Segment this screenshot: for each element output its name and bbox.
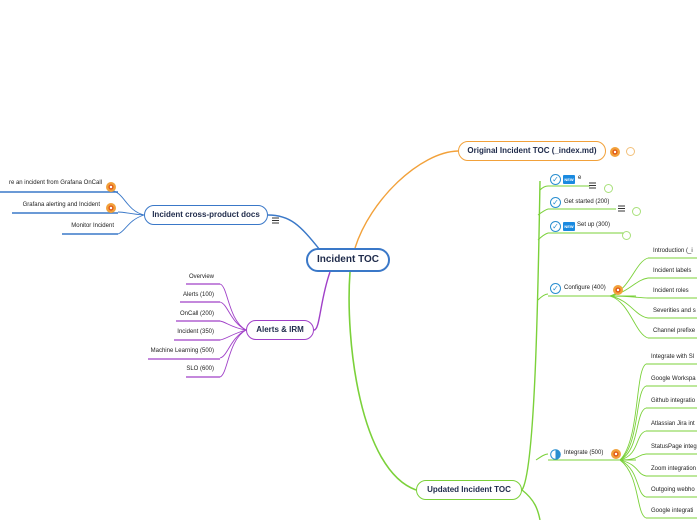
configure-leaf-1[interactable]: Introduction (_i	[653, 248, 693, 254]
updated-child-e[interactable]: e	[578, 175, 582, 181]
alerts-leaf-2[interactable]: Alerts (100)	[182, 292, 214, 298]
grafana-logo-icon	[105, 180, 117, 192]
collapse-marker-icon[interactable]	[626, 147, 635, 156]
integrate-leaf-8[interactable]: Google integrati	[651, 508, 694, 514]
configure-leaf-3[interactable]: Incident roles	[653, 288, 689, 294]
menu-lines-icon	[618, 199, 625, 212]
original-toc-node[interactable]: Original Incident TOC (_index.md)	[458, 141, 606, 161]
configure-leaf-5[interactable]: Channel prefixe	[653, 328, 696, 334]
half-pie-icon	[550, 447, 561, 460]
integrate-leaf-3[interactable]: Github integratio	[651, 398, 696, 404]
integrate-leaf-4[interactable]: Atlassian Jira int	[651, 421, 695, 427]
check-circle-icon: ✓	[550, 221, 561, 232]
alerts-leaf-5[interactable]: Machine Learning (500)	[150, 348, 214, 354]
menu-lines-icon	[272, 211, 279, 224]
updated-child-configure[interactable]: Configure (400)	[564, 285, 606, 291]
configure-leaf-2[interactable]: Incident labels	[653, 268, 692, 274]
cross-product-docs-node[interactable]: Incident cross-product docs	[144, 205, 268, 225]
grafana-logo-icon	[612, 283, 624, 295]
alerts-leaf-6[interactable]: SLO (600)	[186, 366, 214, 372]
collapse-marker-icon[interactable]	[622, 231, 631, 240]
crossdoc-leaf-1[interactable]: re an incident from Grafana OnCall	[8, 180, 102, 186]
updated-child-integrate[interactable]: Integrate (500)	[564, 450, 604, 456]
configure-leaf-4[interactable]: Severities and s	[653, 308, 696, 314]
integrate-leaf-6[interactable]: Zoom integration	[651, 466, 697, 472]
grafana-logo-icon	[609, 145, 621, 157]
new-badge-icon: NEW	[563, 175, 575, 184]
check-circle-icon: ✓	[550, 174, 561, 185]
central-topic[interactable]: Incident TOC	[306, 248, 390, 272]
alerts-leaf-1[interactable]: Overview	[188, 274, 214, 280]
integrate-leaf-7[interactable]: Outgoing webho	[651, 487, 695, 493]
new-badge-icon: NEW	[563, 222, 575, 231]
alerts-irm-node[interactable]: Alerts & IRM	[246, 320, 314, 340]
collapse-marker-icon[interactable]	[632, 207, 641, 216]
updated-toc-node[interactable]: Updated Incident TOC	[416, 480, 522, 500]
alerts-leaf-4[interactable]: Incident (350)	[177, 329, 214, 335]
integrate-leaf-5[interactable]: StatusPage integ	[651, 444, 697, 450]
check-circle-icon: ✓	[550, 283, 561, 294]
crossdoc-leaf-2[interactable]: Grafana alerting and Incident	[22, 202, 100, 208]
updated-child-get-started[interactable]: Get started (200)	[564, 199, 610, 205]
integrate-leaf-2[interactable]: Google Workspa	[651, 376, 696, 382]
menu-lines-icon	[589, 176, 596, 189]
updated-child-setup[interactable]: Set up (300)	[577, 222, 611, 228]
grafana-logo-icon	[610, 447, 622, 459]
crossdoc-leaf-3[interactable]: Monitor Incident	[71, 223, 114, 229]
integrate-leaf-1[interactable]: Integrate with Sl	[651, 354, 695, 360]
grafana-logo-icon	[105, 201, 117, 213]
check-circle-icon: ✓	[550, 197, 561, 208]
collapse-marker-icon[interactable]	[604, 184, 613, 193]
alerts-leaf-3[interactable]: OnCall (200)	[179, 311, 214, 317]
